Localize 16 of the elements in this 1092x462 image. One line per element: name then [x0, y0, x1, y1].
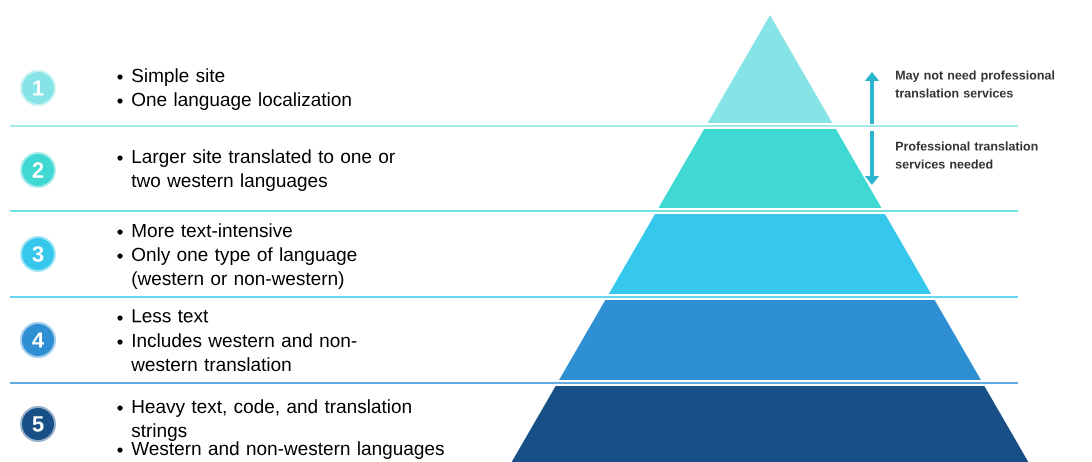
bullet-item: Only one type of language (western or non-western) — [132, 247, 357, 289]
number-badge: 4 — [20, 322, 56, 358]
bullet-item: Less text — [132, 309, 209, 323]
note-text: Professional translation services needed — [895, 141, 1038, 169]
note-text: May not need professional translation services — [895, 70, 1055, 98]
bullet-item: Includes western and non-western translation — [131, 333, 357, 372]
bullet-item: Larger site translated to one or two western languages — [131, 149, 395, 191]
number-badge: 1 — [20, 70, 56, 106]
bullet-item: Heavy text, code, and translation strings — [131, 399, 411, 441]
bullet-item: More text-intensive — [132, 223, 292, 238]
number-badge: 2 — [20, 152, 56, 188]
number-badge: 3 — [20, 236, 56, 272]
bullet-item: One language localization — [132, 92, 351, 110]
number-badge: 5 — [20, 406, 56, 442]
bullet-item: Western and non-western languages — [131, 441, 444, 459]
bullet-item: Simple site — [132, 68, 225, 86]
